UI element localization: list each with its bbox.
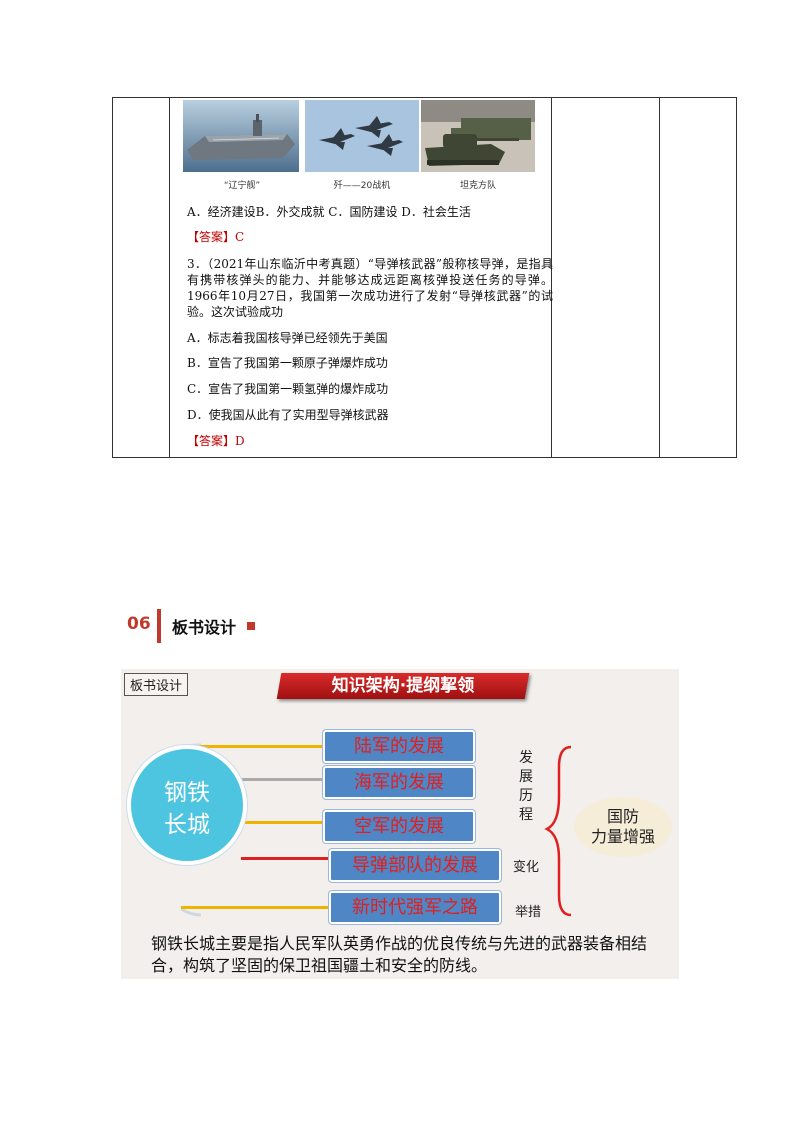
section-number: 06: [127, 614, 151, 634]
board-design-image: 板书设计 知识架构·提纲挈领 钢铁 长城 陆军的发展 海军的发展 空军的发展 导…: [121, 669, 679, 979]
question-3-option-c: C．宣告了我国第一颗氢弹的爆炸成功: [187, 382, 389, 396]
section-marker: [247, 622, 255, 630]
result-line: 国防: [606, 807, 639, 826]
photo-caption: 坦克方队: [459, 181, 496, 191]
section-title: 板书设计: [172, 618, 237, 637]
table-divider: [551, 98, 552, 457]
question-3-stem: 3．（2021年山东临沂中考真题）“导弹核武器”般称核导弹，是指具有携带核弹头的…: [187, 257, 553, 319]
banner-title: 知识架构·提纲挈领: [331, 676, 475, 696]
tank-parade-photo: [421, 100, 535, 172]
branch-box-new-era: 新时代强军之路: [329, 891, 501, 924]
branch-box-army: 陆军的发展: [323, 730, 475, 763]
branch-line: [241, 821, 327, 824]
side-label-history: 发 展 历 程: [517, 749, 535, 825]
branch-box-airforce: 空军的发展: [323, 810, 475, 843]
question-3-answer: 【答案】D: [187, 434, 245, 448]
side-char: 展: [519, 769, 533, 785]
center-title-line: 长城: [164, 812, 210, 838]
side-char: 发: [519, 750, 533, 766]
table-divider: [169, 98, 170, 457]
question-cell: “辽宁舰” 歼——20战机 坦克方队 A．经济建设B．外交成就 C．国防建设 D…: [177, 98, 555, 457]
side-label-change: 变化: [513, 860, 540, 875]
question-table: “辽宁舰” 歼——20战机 坦克方队 A．经济建设B．外交成就 C．国防建设 D…: [112, 97, 737, 458]
question-3-option-a: A．标志着我国核导弹已经领先于美国: [187, 331, 388, 345]
center-title: 钢铁 长城: [127, 777, 247, 841]
branch-box-navy: 海军的发展: [323, 766, 475, 799]
branch-line: [229, 778, 327, 781]
board-label: 板书设计: [124, 673, 189, 696]
result-oval: 国防 力量增强: [574, 797, 672, 857]
question-2-options: A．经济建设B．外交成就 C．国防建设 D．社会生活: [187, 205, 471, 219]
side-char: 程: [519, 807, 533, 823]
photo-strip: “辽宁舰” 歼——20战机 坦克方队: [183, 100, 543, 192]
table-divider: [659, 98, 660, 457]
section-divider: [157, 609, 161, 643]
question-2-answer: 【答案】C: [187, 230, 245, 244]
photo-caption: 歼——20战机: [333, 181, 391, 191]
branch-line: [181, 906, 329, 909]
question-3-option-d: D．使我国从此有了实用型导弹核武器: [187, 408, 389, 422]
center-title-line: 钢铁: [164, 780, 210, 806]
photo-caption: “辽宁舰”: [223, 181, 261, 191]
board-summary: 钢铁长城主要是指人民军队英勇作战的优良传统与先进的武器装备相结合，构筑了坚固的保…: [151, 934, 648, 975]
branch-line: [177, 745, 323, 748]
fighter-jets-photo: [305, 100, 419, 172]
question-3-option-b: B．宣告了我国第一颗原子弹爆炸成功: [187, 356, 388, 370]
aircraft-carrier-photo: [183, 100, 299, 172]
result-line: 力量增强: [590, 827, 655, 846]
branch-line: [241, 857, 331, 860]
side-label-measures: 举措: [515, 905, 542, 920]
side-char: 历: [519, 788, 533, 804]
center-circle: [127, 745, 247, 865]
branch-box-missile: 导弹部队的发展: [329, 849, 501, 882]
